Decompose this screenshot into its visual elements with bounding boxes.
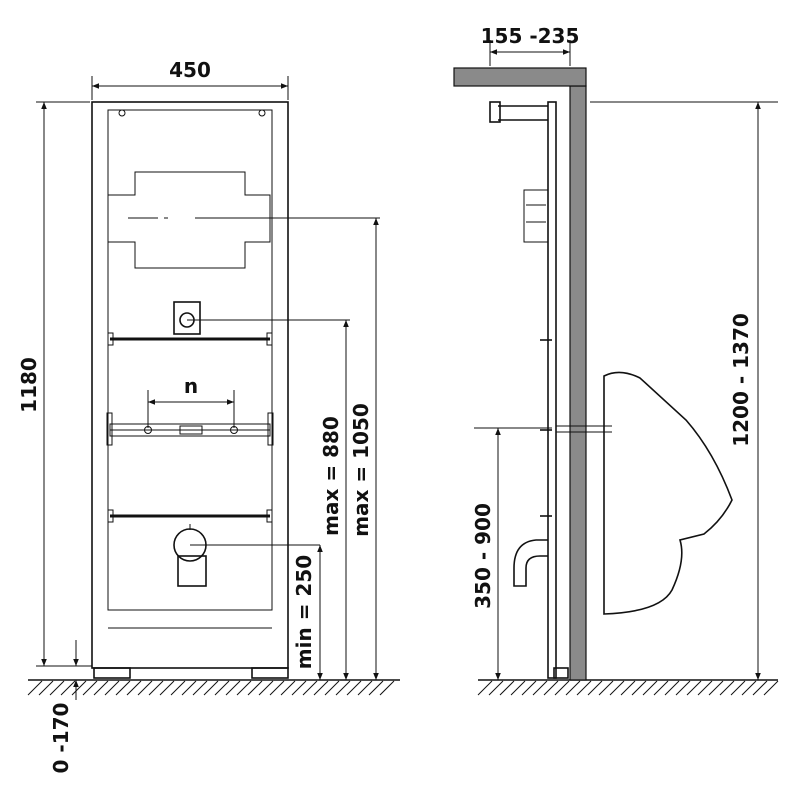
floor-hatch-line bbox=[631, 680, 647, 696]
dim-floor-offset: 0 -170 bbox=[49, 640, 92, 773]
floor-hatch-line bbox=[368, 680, 384, 696]
floor-hatch-line bbox=[247, 680, 263, 696]
cross-bar-3 bbox=[107, 509, 273, 523]
floor-hatch-line bbox=[126, 680, 142, 696]
dim-n: n bbox=[147, 374, 235, 428]
floor-hatch-line bbox=[499, 680, 515, 696]
floor-hatch-line bbox=[269, 680, 285, 696]
floor-hatch-line bbox=[170, 680, 186, 696]
floor-hatch-line bbox=[313, 680, 329, 696]
floor-hatch-line bbox=[697, 680, 713, 696]
floor-hatch-line bbox=[236, 680, 252, 696]
mount-height-label: 350 - 900 bbox=[471, 503, 495, 609]
floor-hatch-line bbox=[159, 680, 175, 696]
floor-hatch-line bbox=[335, 680, 351, 696]
floor-hatch-line bbox=[214, 680, 230, 696]
floor-hatch-line bbox=[554, 680, 570, 696]
dim-max-1050: max = 1050 bbox=[349, 218, 379, 680]
dim-min-250: min = 250 bbox=[292, 545, 323, 680]
floor-hatch-line bbox=[752, 680, 768, 696]
dim-depth: 155 -235 bbox=[481, 24, 580, 66]
floor-hatch-line bbox=[379, 680, 395, 696]
upper-plate bbox=[107, 171, 380, 269]
floor-side bbox=[477, 679, 779, 696]
floor-hatch-line bbox=[576, 680, 592, 696]
floor-hatch-line bbox=[302, 680, 318, 696]
floor-hatch-line bbox=[686, 680, 702, 696]
floor-hatch-line bbox=[27, 680, 43, 696]
floor-hatch-line bbox=[93, 680, 109, 696]
max880-label: max = 880 bbox=[319, 416, 343, 536]
max1050-label: max = 1050 bbox=[349, 403, 373, 537]
floor-hatch-line bbox=[115, 680, 131, 696]
drain-bend bbox=[513, 539, 548, 587]
floor-hatch-line bbox=[708, 680, 724, 696]
dim-width: 450 bbox=[91, 58, 289, 100]
dim-total-height: 1200 - 1370 bbox=[590, 101, 778, 680]
frame bbox=[91, 101, 289, 679]
floor-offset-label: 0 -170 bbox=[49, 703, 73, 774]
front-view: 450 1180 0 -170 n min = 250 bbox=[17, 58, 400, 773]
floor-hatch-line bbox=[324, 680, 340, 696]
drain-outlet bbox=[173, 524, 320, 587]
floor-hatch-line bbox=[741, 680, 757, 696]
floor-hatch-line bbox=[609, 680, 625, 696]
n-label: n bbox=[184, 374, 198, 398]
floor-hatch-line bbox=[357, 680, 373, 696]
floor-hatch-line bbox=[60, 680, 76, 696]
floor-hatch-line bbox=[71, 680, 87, 696]
floor-front bbox=[27, 679, 400, 696]
floor-hatch-line bbox=[510, 680, 526, 696]
min-label: min = 250 bbox=[292, 555, 316, 669]
floor-hatch-line bbox=[346, 680, 362, 696]
floor-hatch-line bbox=[664, 680, 680, 696]
floor-hatch-line bbox=[598, 680, 614, 696]
floor-hatch-line bbox=[49, 680, 65, 696]
water-inlet-plate bbox=[173, 301, 350, 335]
depth-label: 155 -235 bbox=[481, 24, 580, 48]
floor-hatch-line bbox=[477, 680, 493, 696]
total-height-label: 1200 - 1370 bbox=[729, 313, 753, 447]
frame-side bbox=[489, 101, 612, 679]
wall bbox=[453, 67, 587, 681]
floor-hatch-line bbox=[148, 680, 164, 696]
cross-bar-1 bbox=[107, 332, 273, 346]
floor-hatch-line bbox=[543, 680, 559, 696]
floor-hatch-line bbox=[192, 680, 208, 696]
floor-hatch-line bbox=[675, 680, 691, 696]
floor-hatch-line bbox=[258, 680, 274, 696]
floor-hatch-line bbox=[719, 680, 735, 696]
floor-hatch-line bbox=[82, 680, 98, 696]
floor-hatch-line bbox=[104, 680, 120, 696]
floor-hatch-line bbox=[620, 680, 636, 696]
floor-hatch-line bbox=[203, 680, 219, 696]
floor-hatch-line bbox=[653, 680, 669, 696]
cross-bar-2 bbox=[106, 412, 274, 446]
floor-hatch-line bbox=[642, 680, 658, 696]
floor-hatch-line bbox=[763, 680, 779, 696]
side-view: 155 -235 1200 - 1370 350 - 900 bbox=[453, 24, 779, 696]
dim-mount-height: 350 - 900 bbox=[471, 427, 552, 680]
floor-hatch-line bbox=[565, 680, 581, 696]
floor-hatch-line bbox=[280, 680, 296, 696]
floor-hatch-line bbox=[730, 680, 746, 696]
floor-hatch-line bbox=[587, 680, 603, 696]
height-label: 1180 bbox=[17, 357, 41, 413]
floor-hatch-line bbox=[38, 680, 54, 696]
dim-max-880: max = 880 bbox=[319, 320, 349, 680]
floor-hatch-line bbox=[137, 680, 153, 696]
width-label: 450 bbox=[169, 58, 211, 82]
floor-hatch-line bbox=[181, 680, 197, 696]
floor-hatch-line bbox=[225, 680, 241, 696]
floor-hatch-line bbox=[488, 680, 504, 696]
dim-height: 1180 bbox=[17, 101, 90, 667]
floor-hatch-line bbox=[521, 680, 537, 696]
floor-hatch-line bbox=[532, 680, 548, 696]
floor-hatch-line bbox=[291, 680, 307, 696]
urinal bbox=[603, 371, 733, 615]
